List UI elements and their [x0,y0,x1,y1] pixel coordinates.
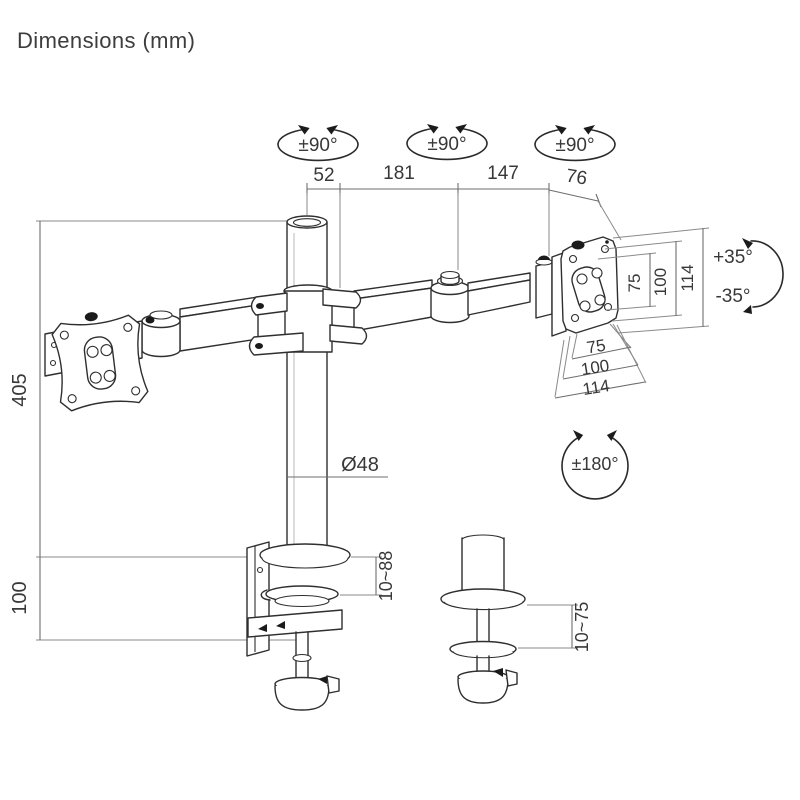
dim-grommet-range-group: 10~75 [518,602,592,653]
dim-vesa-bottom-100: 100 [580,356,611,379]
swivel-annotation: ±180° [561,430,629,500]
dim-grommet-range: 10~75 [572,602,592,653]
dim-arm-seg3: 147 [487,163,519,184]
pan-right-label: ±90° [555,135,594,156]
dim-clamp-range-group: 10~88 [340,551,396,602]
pan-rotation-symbols: ±90° ±90° ±90° [277,124,616,162]
dim-arm-seg2: 181 [383,163,415,184]
pole [286,215,328,553]
desk-clamp [246,541,351,711]
tilt-annotation: +35° -35° [713,238,784,314]
dim-base-height: 100 [9,581,31,614]
dim-pole-height: 405 [9,373,31,406]
dim-arm-chain: 52 181 147 76 [306,163,622,288]
dim-vesa-side-100: 100 [651,268,670,296]
monitor-arm-right [353,255,553,332]
dim-arm-seg4: 76 [564,166,588,190]
dim-vesa-bottom: 75 100 114 [554,323,647,399]
pan-center-label: ±90° [427,134,466,155]
dim-clamp-range: 10~88 [376,551,396,602]
tilt-up-label: +35° [713,247,753,268]
dim-vesa-side-114: 114 [678,264,697,291]
vesa-plate-right [551,236,619,337]
dim-vesa-side: 75 100 114 [597,227,710,334]
dim-vesa-bottom-75: 75 [585,336,607,358]
swivel-label: ±180° [571,454,618,474]
dim-vesa-bottom-114: 114 [581,376,611,399]
dim-arm-seg1: 52 [313,165,334,186]
grommet-mount [440,534,526,704]
tilt-down-label: -35° [715,286,750,307]
dim-left-column: 405 100 [9,220,296,641]
dim-pole-diameter-group: Ø48 [288,454,388,478]
monitor-arm-left [119,296,259,363]
dim-vesa-side-75: 75 [625,274,644,293]
pan-left-label: ±90° [298,135,337,156]
page-title: Dimensions (mm) [17,28,196,53]
pole-clamp-joint [248,284,368,356]
vesa-plate-left [44,312,149,412]
dim-pole-diameter: Ø48 [341,454,379,476]
